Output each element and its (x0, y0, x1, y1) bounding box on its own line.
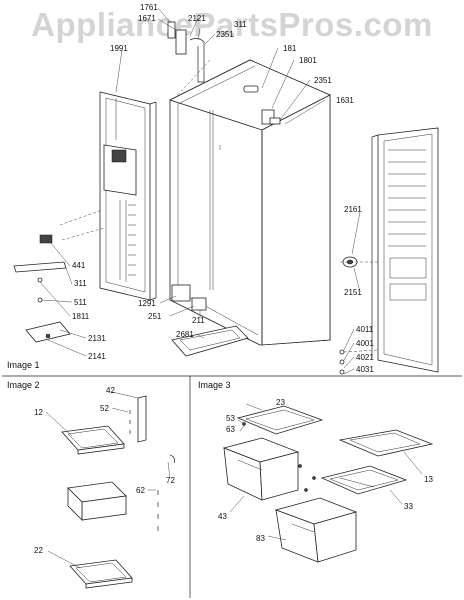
callout-2141: 2141 (88, 352, 106, 361)
callout-42: 42 (106, 386, 115, 395)
leader-lines-image2 (45, 391, 171, 569)
callout-1671: 1671 (138, 14, 156, 23)
image2-caption: Image 2 (7, 380, 40, 390)
callout-63: 63 (226, 425, 235, 434)
callout-2681: 2681 (176, 330, 194, 339)
callout-52: 52 (100, 404, 109, 413)
callout-511: 511 (74, 298, 87, 307)
freezer-door (99, 91, 157, 301)
callout-13: 13 (424, 475, 433, 484)
assembly-lines (59, 59, 379, 353)
fresh-food-door (371, 127, 439, 373)
callout-4011: 4011 (356, 325, 374, 334)
callout-1761: 1761 (140, 3, 158, 12)
callout-12: 12 (34, 408, 43, 417)
callout-62: 62 (136, 486, 145, 495)
callout-2131: 2131 (88, 334, 106, 343)
callout-1631: 1631 (336, 96, 354, 105)
callout-311-left: 311 (74, 279, 87, 288)
leader-lines-image3 (229, 403, 423, 541)
top-hinge-parts (167, 21, 281, 125)
image1-caption: Image 1 (7, 360, 40, 370)
door-stop-parts (339, 256, 358, 375)
callout-1801: 1801 (299, 56, 317, 65)
bottom-hinge-parts (171, 284, 249, 357)
callout-22: 22 (34, 546, 43, 555)
callout-2351-right: 2351 (314, 76, 332, 85)
leader-lines-image1 (39, 7, 361, 375)
callout-4001: 4001 (356, 339, 374, 348)
callout-1811: 1811 (72, 312, 90, 321)
callout-2151: 2151 (344, 288, 362, 297)
callout-23: 23 (276, 398, 285, 407)
image2-parts (61, 395, 175, 589)
callout-83: 83 (256, 534, 265, 543)
callout-251: 251 (148, 312, 162, 321)
callout-4021: 4021 (356, 353, 374, 362)
callout-2161: 2161 (344, 205, 362, 214)
watermark: AppliancePartsPros.com (31, 6, 433, 43)
callout-53: 53 (226, 414, 235, 423)
callout-181: 181 (283, 44, 297, 53)
callout-72: 72 (166, 476, 175, 485)
callout-1991: 1991 (110, 44, 128, 53)
callout-33: 33 (404, 502, 413, 511)
image3-caption: Image 3 (198, 380, 231, 390)
callout-441: 441 (72, 261, 86, 270)
callout-311-top: 311 (234, 20, 247, 29)
hinge-bracket-parts (13, 234, 71, 343)
callout-1291: 1291 (138, 299, 156, 308)
callout-211: 211 (192, 316, 205, 325)
callout-4031: 4031 (356, 365, 374, 374)
cabinet (168, 59, 331, 346)
callout-2121: 2121 (188, 14, 206, 23)
callout-43: 43 (218, 512, 227, 521)
callout-2351-top: 2351 (216, 30, 234, 39)
